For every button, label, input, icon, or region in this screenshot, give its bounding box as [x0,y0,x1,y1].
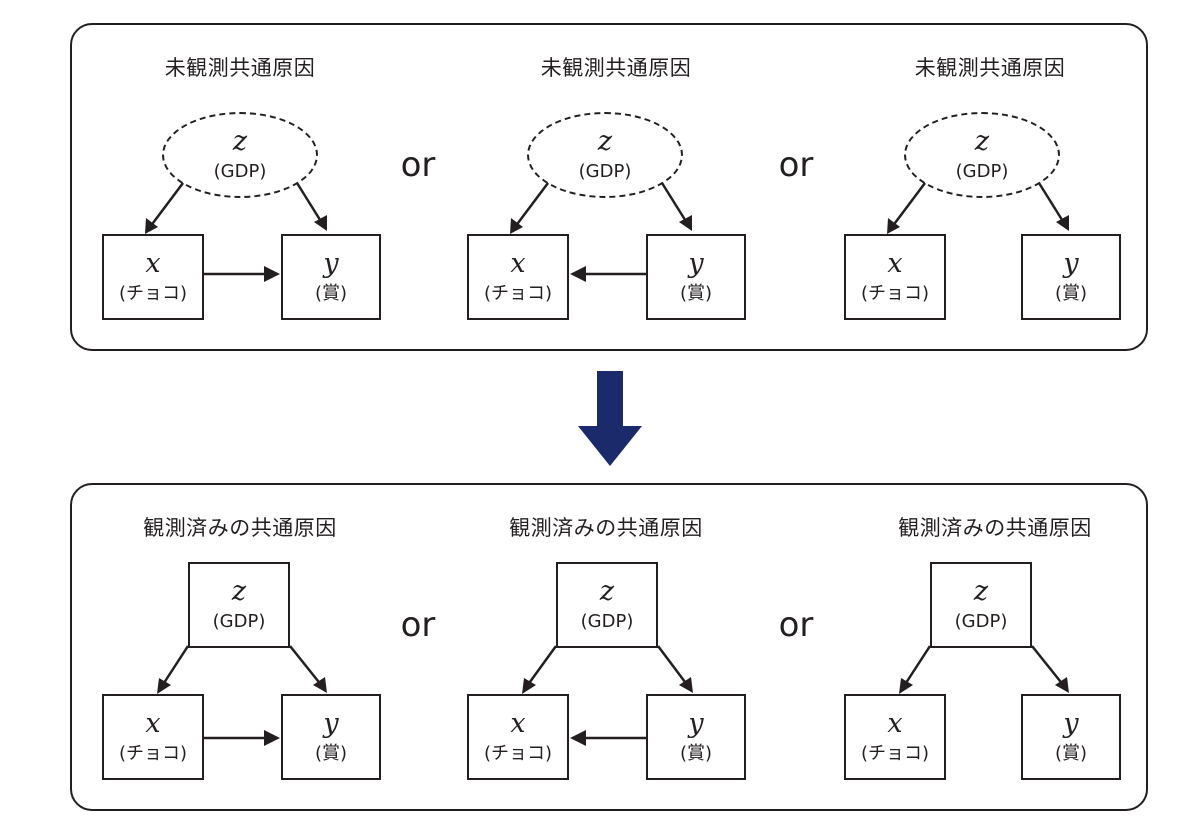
x-label: (チョコ) [860,743,930,764]
group-title: 未観測共通原因 [164,56,316,80]
transition-arrow-icon [578,371,642,466]
z-label: (GDP) [212,611,266,632]
node-x: x (チョコ) [102,234,204,320]
y-symbol: y [1063,708,1079,739]
x-label: (チョコ) [483,743,553,764]
or-label: or [778,145,814,185]
y-symbol: y [323,708,339,739]
z-label: (GDP) [578,161,632,182]
x-label: (チョコ) [118,743,188,764]
z-symbol: z [231,576,247,607]
node-y: y (賞) [1021,234,1121,320]
node-x: x (チョコ) [467,694,569,780]
x-label: (チョコ) [860,283,930,304]
y-label: (賞) [1054,743,1088,764]
or-label: or [400,145,436,185]
node-y: y (賞) [281,234,381,320]
x-symbol: x [887,708,903,739]
z-symbol: z [974,126,990,157]
y-label: (賞) [1054,283,1088,304]
y-label: (賞) [679,743,713,764]
y-symbol: y [688,248,704,279]
group-title: 未観測共通原因 [540,56,692,80]
node-x: x (チョコ) [844,234,946,320]
z-label: (GDP) [580,611,634,632]
z-symbol: z [232,126,248,157]
x-symbol: x [145,708,161,739]
node-z-unobserved: z (GDP) [904,112,1060,198]
node-y: y (賞) [1021,694,1121,780]
x-symbol: x [510,248,526,279]
x-symbol: x [510,708,526,739]
y-symbol: y [323,248,339,279]
x-symbol: x [145,248,161,279]
z-symbol: z [599,576,615,607]
y-symbol: y [1063,248,1079,279]
node-z-unobserved: z (GDP) [162,112,318,198]
node-z-observed: z (GDP) [930,562,1032,648]
node-y: y (賞) [646,694,746,780]
y-label: (賞) [314,743,348,764]
y-label: (賞) [314,283,348,304]
node-x: x (チョコ) [102,694,204,780]
node-y: y (賞) [646,234,746,320]
x-label: (チョコ) [483,283,553,304]
z-symbol: z [597,126,613,157]
node-x: x (チョコ) [467,234,569,320]
or-label: or [400,605,436,645]
z-label: (GDP) [954,611,1008,632]
group-title: 観測済みの共通原因 [898,516,1092,540]
z-symbol: z [973,576,989,607]
group-title: 観測済みの共通原因 [143,516,337,540]
node-x: x (チョコ) [844,694,946,780]
x-symbol: x [887,248,903,279]
group-title: 未観測共通原因 [914,56,1066,80]
node-z-unobserved: z (GDP) [527,112,683,198]
y-label: (賞) [679,283,713,304]
x-label: (チョコ) [118,283,188,304]
node-z-observed: z (GDP) [556,562,658,648]
panel-observed [70,483,1148,811]
node-z-observed: z (GDP) [188,562,290,648]
y-symbol: y [688,708,704,739]
z-label: (GDP) [955,161,1009,182]
panel-unobserved [70,23,1148,351]
group-title: 観測済みの共通原因 [509,516,703,540]
node-y: y (賞) [281,694,381,780]
or-label: or [778,605,814,645]
z-label: (GDP) [213,161,267,182]
